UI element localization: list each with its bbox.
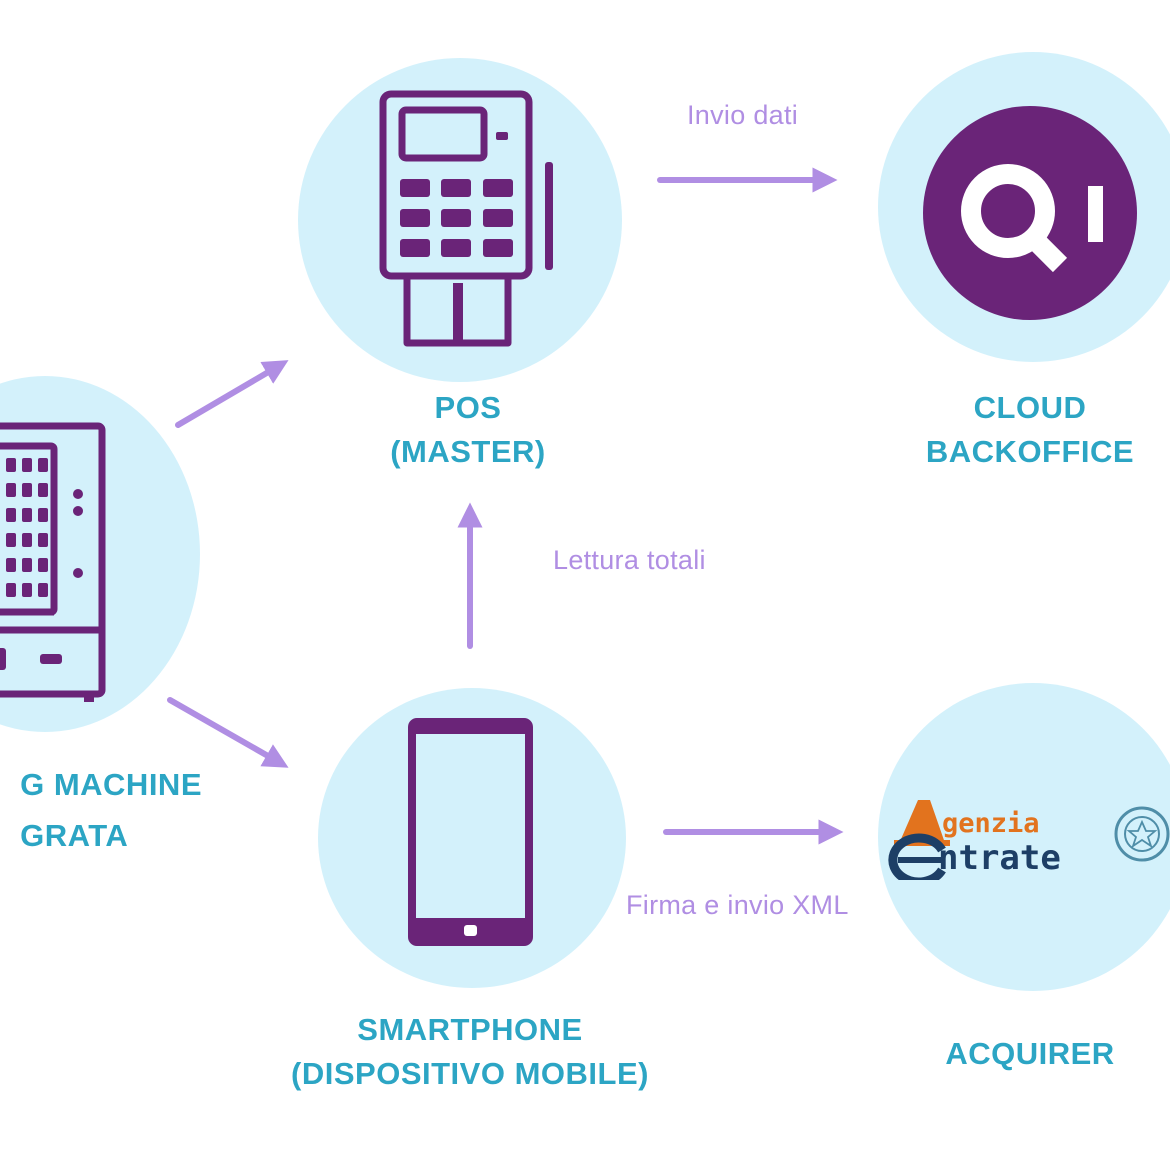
smartphone-label-line2: (DISPOSITIVO MOBILE) xyxy=(291,1056,649,1091)
pos-label-line2: (MASTER) xyxy=(390,434,546,469)
agenzia-entrate-logo: genzia ntrate xyxy=(884,798,1170,880)
arrow-vending-to-pos xyxy=(175,360,289,428)
pos-label: POS (MASTER) xyxy=(318,386,618,474)
edge-label-invio-dati: Invio dati xyxy=(687,100,799,130)
smartphone-label-line1: SMARTPHONE xyxy=(357,1012,583,1047)
logo-word-genzia: genzia xyxy=(942,808,1040,839)
cloud-label: CLOUD BACKOFFICE xyxy=(880,386,1170,474)
agenzia-entrate-mark xyxy=(888,800,1170,880)
edge-label-lettura-totali: Lettura totali xyxy=(553,545,706,575)
pos-label-line1: POS xyxy=(434,390,502,425)
smartphone-label: SMARTPHONE (DISPOSITIVO MOBILE) xyxy=(250,1008,690,1096)
vending-label: G MACHINE GRATA xyxy=(20,762,202,864)
acquirer-label: ACQUIRER xyxy=(945,1036,1115,1071)
logo-word-ntrate: ntrate xyxy=(938,838,1061,878)
vending-label-line2: GRATA xyxy=(20,818,129,853)
cloud-label-line1: CLOUD xyxy=(973,390,1087,425)
cloud-label-line2: BACKOFFICE xyxy=(925,434,1135,469)
edge-label-firma-xml: Firma e invio XML xyxy=(626,890,849,920)
vending-label-line1: G MACHINE xyxy=(20,767,202,802)
arrow-vending-to-smartphone xyxy=(167,697,289,768)
